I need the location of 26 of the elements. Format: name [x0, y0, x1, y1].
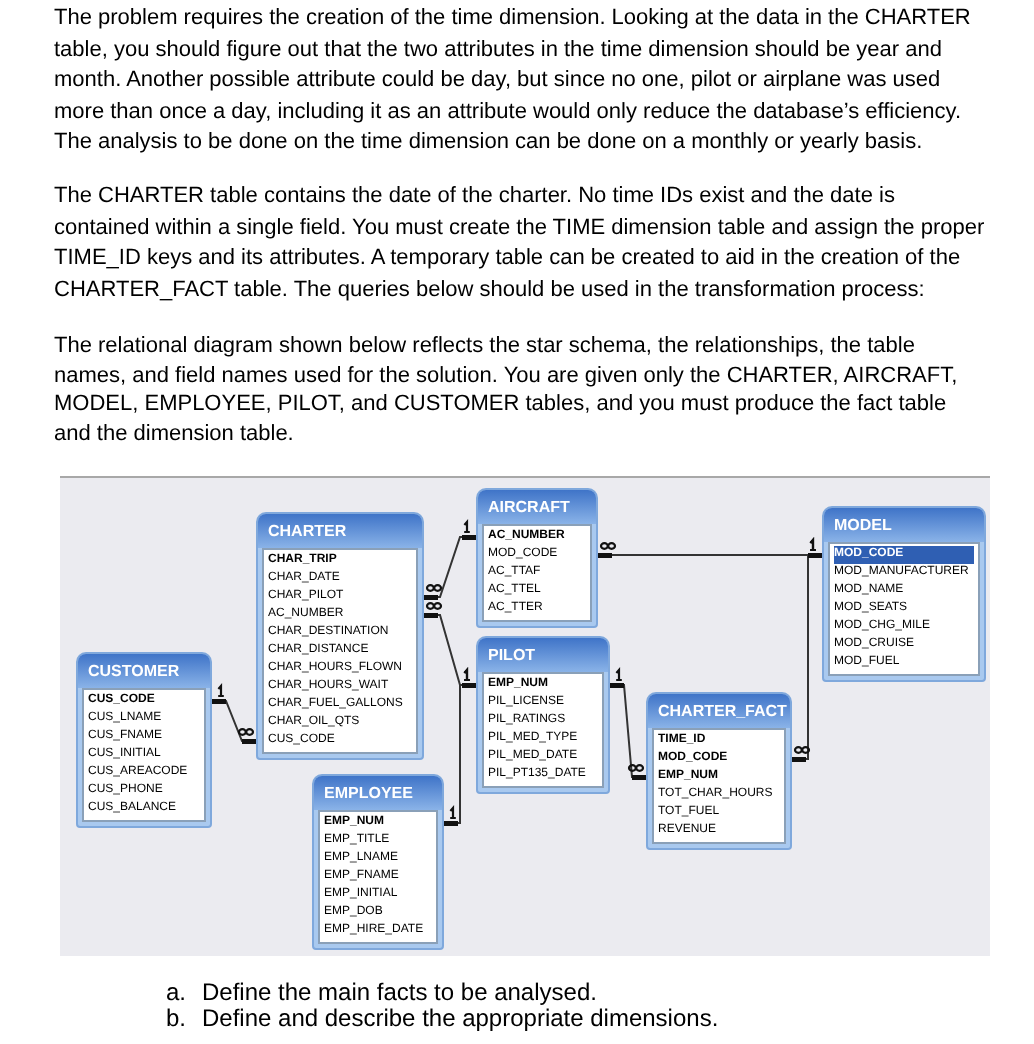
- relationship-line: [423, 519, 477, 600]
- entity-table: [76, 652, 212, 828]
- paragraph: The relational diagram shown below reflects the star schema, the relationships, the table names, and field names used for the solution. You are given only the CHARTER, AIRCRAFT, MODEL, EMPLOYEE, PILOT, and CUSTOMER tables, and you must produce the fact table and the dimension table.: [54, 332, 960, 450]
- table-header: CUSTOMER: [78, 654, 210, 688]
- relationship-line: [211, 683, 257, 744]
- entity-table: [312, 774, 444, 950]
- table-header: PILOT: [478, 638, 608, 672]
- list-marker: b.: [166, 1006, 187, 1032]
- table-header: EMPLOYEE: [314, 776, 442, 810]
- table-header: CHARTER_FACT: [648, 694, 790, 728]
- entity-table: [822, 506, 986, 682]
- entity-table: [256, 512, 424, 760]
- table-header: AIRCRAFT: [478, 490, 596, 524]
- relationship-line: [791, 537, 823, 762]
- list-item: Define and describe the appropriate dimensions.: [202, 1006, 719, 1032]
- table-header: MODEL: [824, 508, 984, 542]
- entity-table: [646, 692, 792, 850]
- paragraph: The CHARTER table contains the date of the charter. No time IDs exist and the date is contained within a single field. You must create the TIME dimension table and assign the proper TIME_ID keys and its attributes. A temporary table can be created to aid in the creation of the CHARTER_FACT table. The queries below should be used in the transformation process:: [54, 182, 986, 305]
- relationship-line: [443, 667, 477, 826]
- relationship-line: [609, 667, 647, 780]
- list-marker: a.: [166, 980, 187, 1006]
- entity-table: [476, 636, 610, 794]
- table-header: CHARTER: [258, 514, 422, 548]
- paragraph: The problem requires the creation of the time dimension. Looking at the data in the CHARTER table, you should figure out that the two attributes in the time dimension should be year and month. Another possible attribute could be day, but since no one, pilot or airplane was used more than once a day, including it as an attribute would only reduce the database’s efficiency. The analysis to be done on the time dimension can be done on a monthly or yearly basis.: [54, 4, 973, 158]
- entity-table: [476, 488, 598, 628]
- list-item: Define the main facts to be analysed.: [202, 980, 597, 1006]
